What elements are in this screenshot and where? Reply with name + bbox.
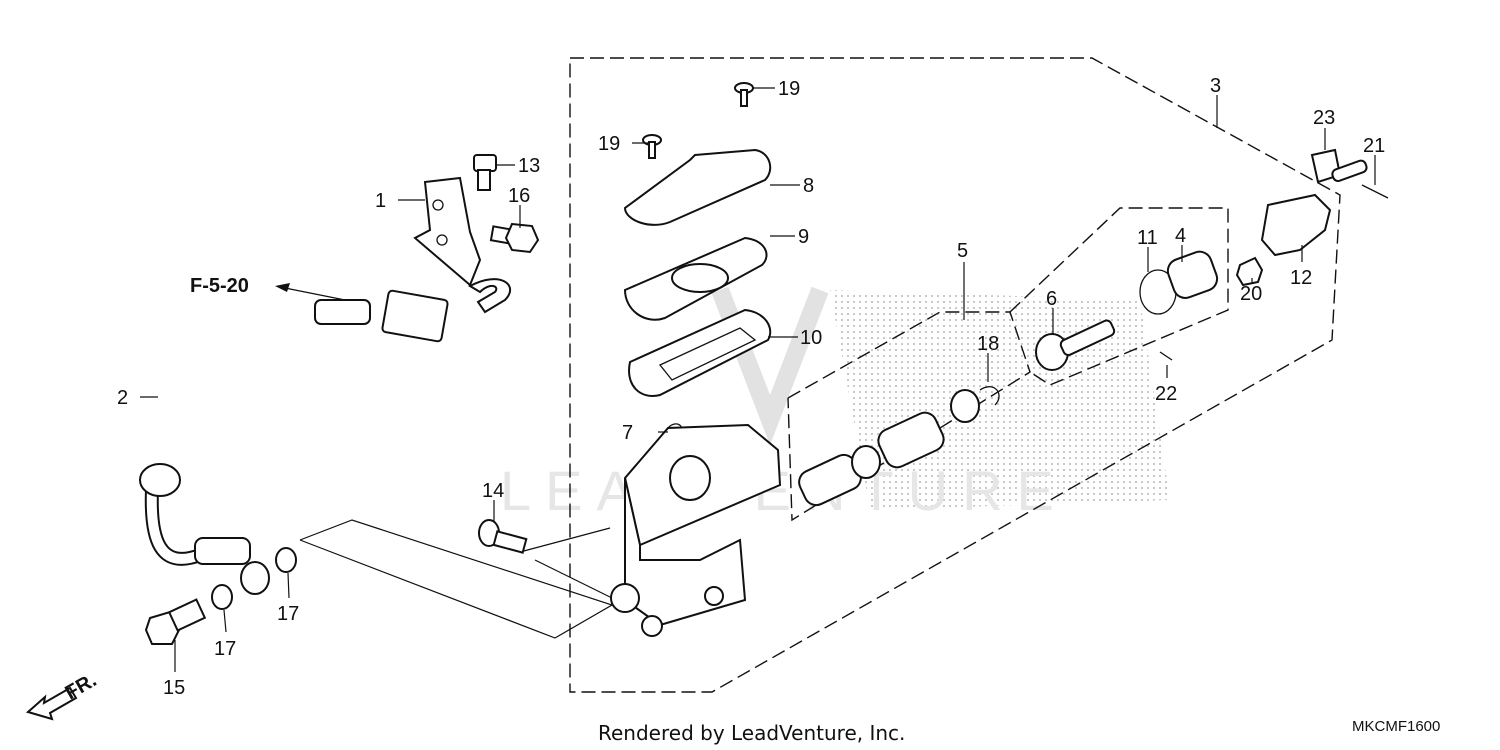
bolt-16 [489,222,540,254]
credit-text: Rendered by LeadVenture, Inc. [598,721,905,745]
callout-9: 9 [798,226,809,248]
screw-19b [642,134,662,159]
callout-2: 2 [117,387,128,409]
callout-19b: 19 [598,133,620,155]
leader-lines [140,87,1376,672]
master-cylinder-body [610,423,782,637]
callout-10: 10 [800,327,822,349]
callout-17a: 17 [214,638,236,660]
callout-21: 21 [1363,135,1385,157]
joint-pin-23 [1310,148,1368,184]
callout-3: 3 [1210,75,1221,97]
assembly-boundary [569,57,1341,693]
callout-18: 18 [977,333,999,355]
callout-12: 12 [1290,267,1312,289]
spring-piston-5 [798,386,1000,507]
callout-15: 15 [163,677,185,699]
hose-bracket [413,176,512,314]
washer-17a [211,584,233,610]
callout-16: 16 [508,185,530,207]
washer-17b [275,547,297,573]
callout-14: 14 [482,480,504,502]
clevis-12 [1260,193,1332,257]
link-lines [299,519,614,639]
screw-19a [734,82,754,107]
callout-1: 1 [375,190,386,212]
front-marker: FR. [25,669,100,721]
bolt-13 [473,154,497,191]
callout-8: 8 [803,175,814,197]
reference-arrow [275,283,346,301]
push-rod-6 [1035,319,1116,371]
boot-4 [1166,250,1219,299]
callout-17b: 17 [277,603,299,625]
callout-4: 4 [1175,225,1186,247]
callout-19a: 19 [778,78,800,100]
reference-label[interactable]: F-5-20 [190,275,249,297]
brake-hose [139,289,449,566]
nut-20 [1235,256,1264,287]
piston-group-boundary [787,311,1031,522]
cup-group-boundary [1009,207,1229,386]
callout-11: 11 [1137,227,1158,249]
banjo-bolt-15 [144,598,207,645]
callout-5: 5 [957,240,968,262]
diaphragm-plate-9 [623,236,768,321]
callout-20: 20 [1240,283,1262,305]
callout-7: 7 [622,422,633,444]
watermark-text: LEADVENTURE [500,459,1068,522]
bolt-14 [478,519,528,554]
front-arrow-icon [25,686,78,721]
diaphragm-10 [628,308,772,397]
callout-13: 13 [518,155,540,177]
diagram-code: MKCMF1600 [1352,718,1440,735]
cotter-pin-21 [1361,184,1389,199]
callout-22: 22 [1155,383,1177,405]
reservoir-cap-8 [623,148,772,226]
pin-22 [1159,351,1173,361]
callout-6: 6 [1046,288,1057,310]
callout-23: 23 [1313,107,1335,129]
